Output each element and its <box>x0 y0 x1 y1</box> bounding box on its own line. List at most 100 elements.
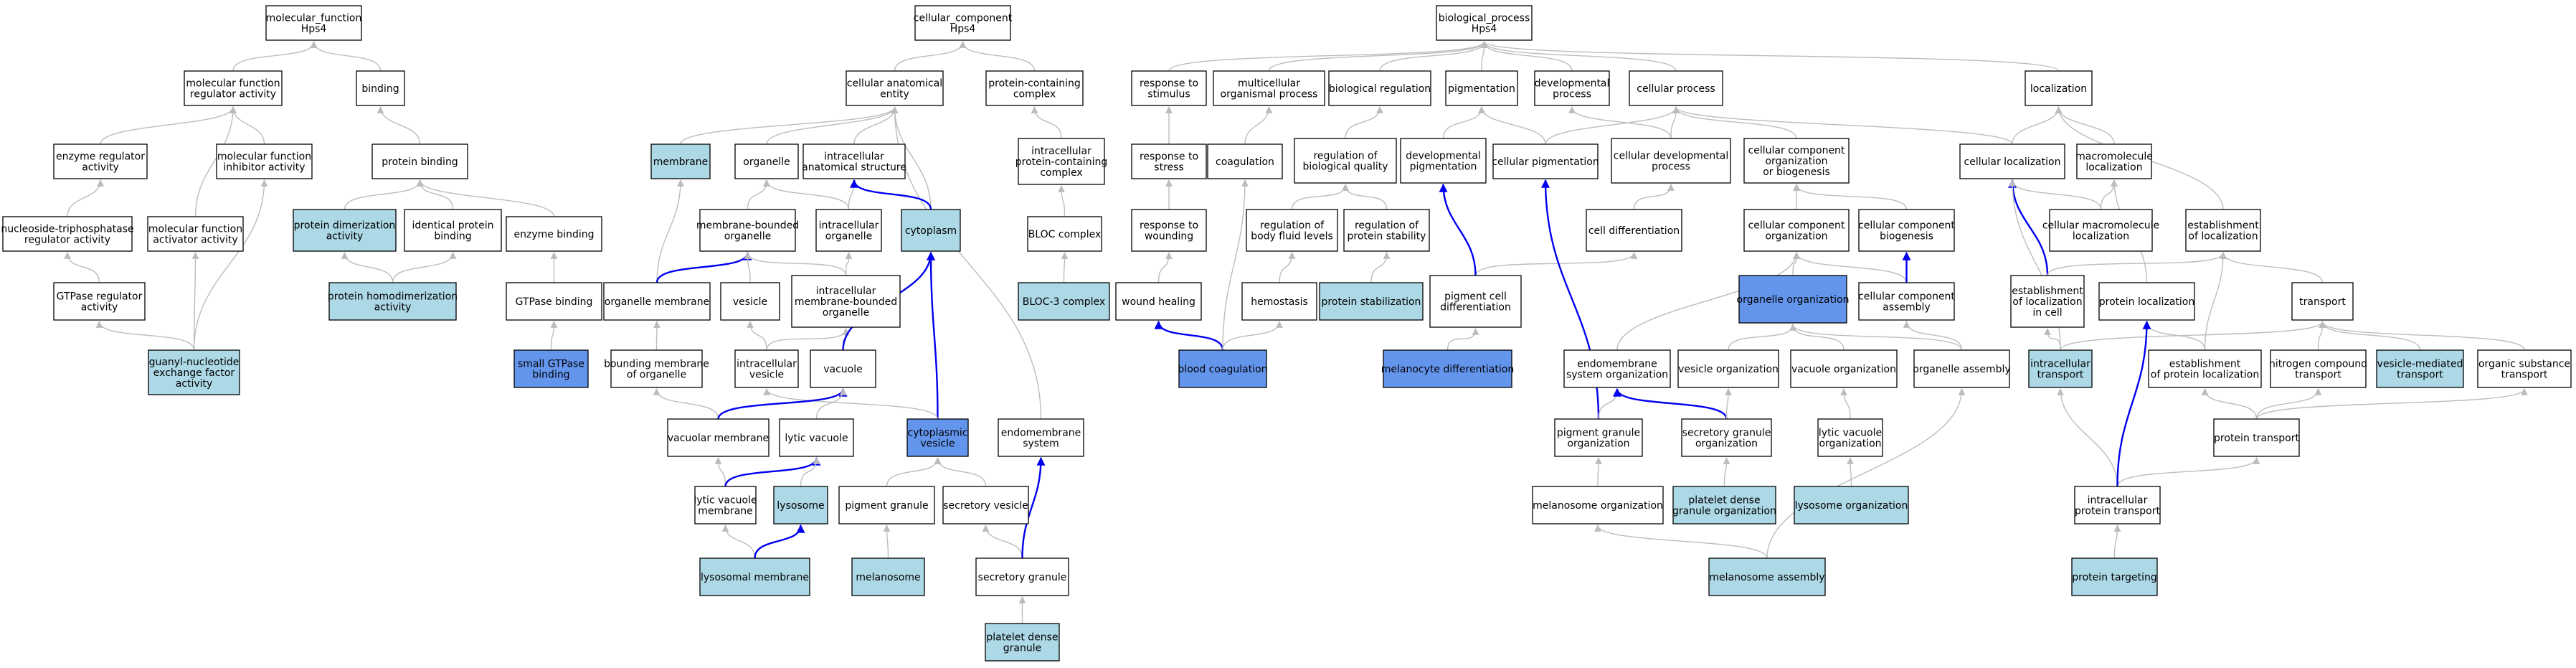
node-cell-proc[interactable]: cellular process <box>1629 70 1723 106</box>
node-vesicle[interactable]: vesicle <box>720 282 780 321</box>
node-pig-gran[interactable]: pigment granule <box>838 486 935 524</box>
node-bio-reg[interactable]: biological regulation <box>1328 70 1431 106</box>
node-melano-org[interactable]: melanosome organization <box>1532 486 1664 524</box>
node-melano-diff[interactable]: melanocyte differentiation <box>1381 349 1514 388</box>
node-enz-bind[interactable]: enzyme binding <box>506 216 602 252</box>
node-melano-asm[interactable]: melanosome assembly <box>1708 558 1826 596</box>
node-blood-coag[interactable]: blood coagulation <box>1178 349 1268 388</box>
node-binding[interactable]: binding <box>356 70 405 106</box>
node-prot-stab[interactable]: protein stabilization <box>1319 282 1424 321</box>
node-org-mem[interactable]: organelle membrane <box>603 282 711 321</box>
node-ves-org[interactable]: vesicle organization <box>1677 349 1779 388</box>
node-transport[interactable]: transport <box>2291 282 2354 321</box>
node-wound-heal[interactable]: wound healing <box>1115 282 1202 321</box>
node-sec-ves[interactable]: secretory vesicle <box>942 486 1029 524</box>
node-coag[interactable]: coagulation <box>1207 144 1283 179</box>
node-lyso-mem[interactable]: lysosomal membrane <box>699 558 810 596</box>
node-cell-loc[interactable]: cellular localization <box>1959 144 2065 179</box>
node-pigmentation[interactable]: pigmentation <box>1445 70 1518 106</box>
node-cytoplasm[interactable]: cytoplasm <box>901 209 961 252</box>
node-lysosome[interactable]: lysosome <box>773 486 828 524</box>
node-org-org[interactable]: organelle organization <box>1737 275 1850 324</box>
node-organelle[interactable]: organelle <box>734 144 799 179</box>
node-melanosome[interactable]: melanosome <box>851 558 925 596</box>
node-bloc[interactable]: BLOC complex <box>1027 216 1102 252</box>
node-vac-org[interactable]: vacuole organization <box>1790 349 1898 388</box>
node-vac-mem[interactable]: vacuolar membrane <box>667 418 770 457</box>
node-sec-gran[interactable]: secretory granule <box>975 558 1069 596</box>
node-prot-trans[interactable]: protein transport <box>2213 418 2300 457</box>
node-org-assembly[interactable]: organelle assembly <box>1913 349 2011 388</box>
node-membrane[interactable]: membrane <box>650 144 711 179</box>
node-localization[interactable]: localization <box>2025 70 2093 106</box>
node-cell-pig[interactable]: cellular pigmentation <box>1492 144 1599 179</box>
node-gtpase-bind[interactable]: GTPase binding <box>506 282 602 321</box>
node-prot-target[interactable]: protein targeting <box>2071 558 2158 596</box>
node-vacuole[interactable]: vacuole <box>810 349 876 388</box>
node-hemostasis[interactable]: hemostasis <box>1241 282 1317 321</box>
node-cell-diff[interactable]: cell differentiation <box>1586 209 1682 252</box>
node-bloc3[interactable]: BLOC-3 complex <box>1018 282 1110 321</box>
node-lyso-org[interactable]: lysosome organization <box>1794 486 1909 524</box>
node-prot-loc[interactable]: protein localization <box>2098 282 2195 321</box>
node-lytic-vac[interactable]: lytic vacuole <box>779 418 854 457</box>
node-prot-bind[interactable]: protein binding <box>371 144 468 179</box>
